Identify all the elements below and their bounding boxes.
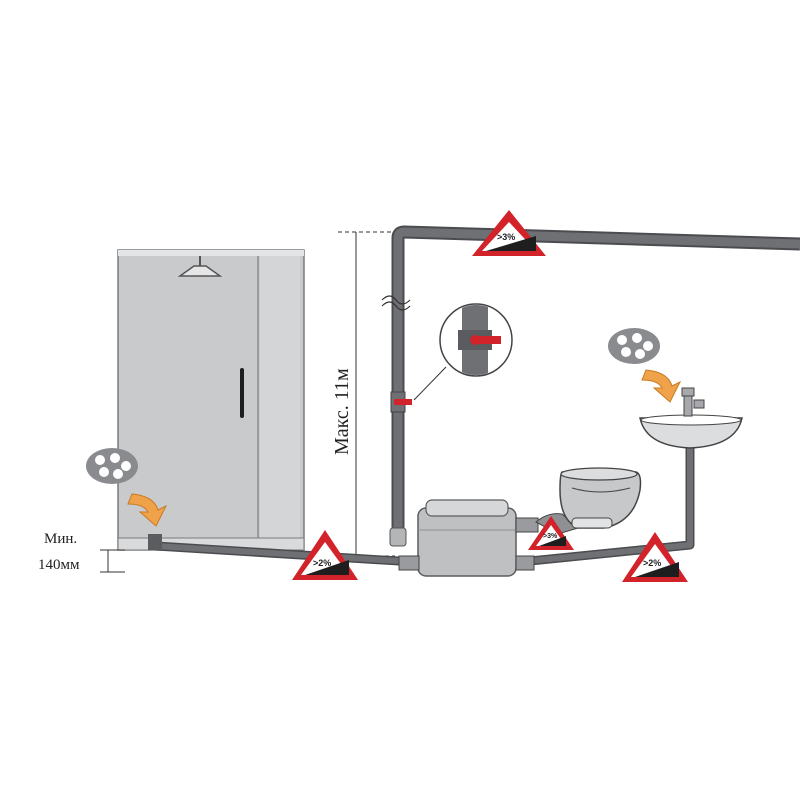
slope-warning-icon: >2% [292,530,358,580]
flow-arrow-icon [127,493,168,527]
flow-arrow-icon [641,369,682,403]
slope-top-pipe-label: >3% [497,232,515,242]
shower-floor-drain [148,534,162,550]
valve-zoom-callout [413,303,513,401]
slope-warning-icon: >3% [528,516,574,550]
min-label-line1: Мин. [44,531,77,547]
door-handle [240,368,244,418]
slope-toilet-label: >3% [543,533,558,540]
min-height-dimension: Мин. 140мм [38,531,125,573]
pipe-break-mark [381,295,411,311]
drain-grate-icon [86,448,138,484]
min-label-line2: 140мм [38,557,80,573]
slope-warning-icon: >3% [472,210,546,256]
slope-warning-icon: >2% [622,532,688,582]
sanitary-pump [398,499,539,577]
shower-head-icon [177,256,223,277]
drain-grate-icon [608,328,660,364]
slope-shower-pipe-label: >2% [313,558,331,568]
faucet-icon [681,387,705,417]
check-valve [390,391,412,413]
max-height-label: Макс. 11м [331,368,353,455]
height-dimension: Макс. 11м [331,231,395,557]
wall-hung-toilet [535,467,642,535]
slope-sink-pipe-label: >2% [643,558,661,568]
wash-basin [639,387,743,449]
riser-elbow [389,527,407,547]
